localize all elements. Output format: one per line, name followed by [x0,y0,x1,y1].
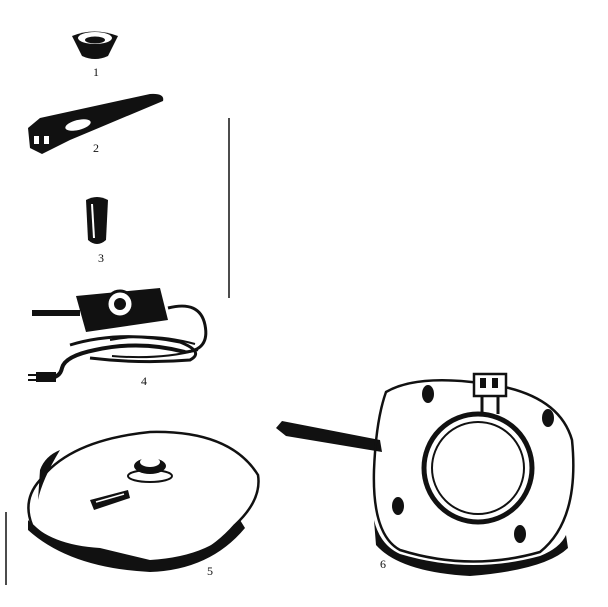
part-3-label: 3 [98,251,104,265]
part-3-leg: 3 [86,197,108,265]
part-2-handle: 2 [28,93,164,155]
part-1-label: 1 [93,65,99,79]
part-4-label: 4 [141,374,147,388]
cover-icon [27,430,260,572]
part-1-knob-cap: 1 [72,31,118,79]
part-5-cover: 5 [27,430,260,578]
part-2-label: 2 [93,141,99,155]
leg-icon [86,197,108,244]
part-6-label: 6 [380,557,386,571]
part-5-label: 5 [207,564,213,578]
handle-icon [28,93,164,154]
part-6-skillet: 6 [276,372,575,576]
part-4-control: 4 [28,288,208,388]
skillet-body-icon [276,372,575,576]
temperature-control-cord-icon [28,288,208,382]
